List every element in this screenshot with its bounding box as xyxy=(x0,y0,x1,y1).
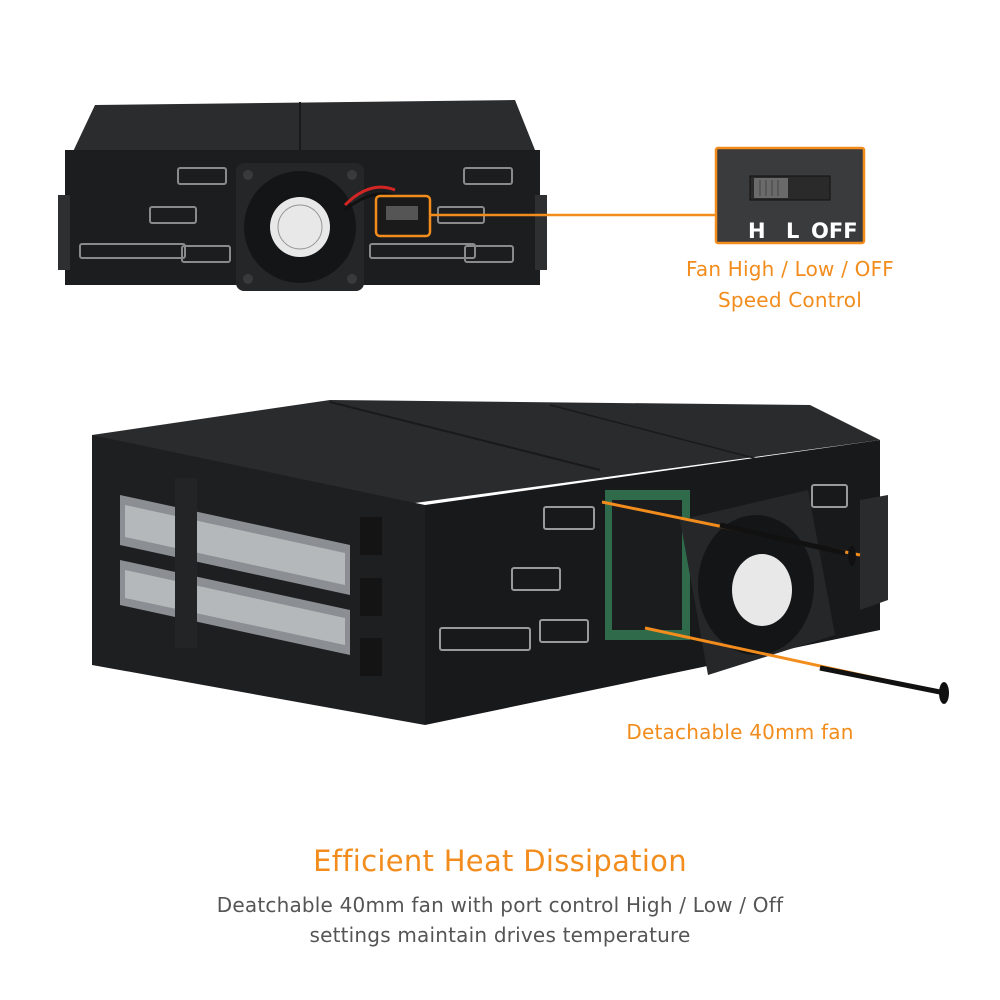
fan-callout: Detachable 40mm fan xyxy=(626,720,854,744)
headline: Efficient Heat Dissipation xyxy=(313,844,687,878)
switch-label-h: H xyxy=(748,219,766,243)
description-line2: settings maintain drives temperature xyxy=(309,923,691,947)
switch-label-l: L xyxy=(786,219,799,243)
switch-callout-line2: Speed Control xyxy=(718,288,862,312)
switch-callout-line1: Fan High / Low / OFF xyxy=(686,257,894,281)
switch-label-off: OFF xyxy=(811,219,858,243)
description-line1: Deatchable 40mm fan with port control Hi… xyxy=(216,893,784,917)
switch-callout: Fan High / Low / OFF Speed Control xyxy=(660,254,920,316)
